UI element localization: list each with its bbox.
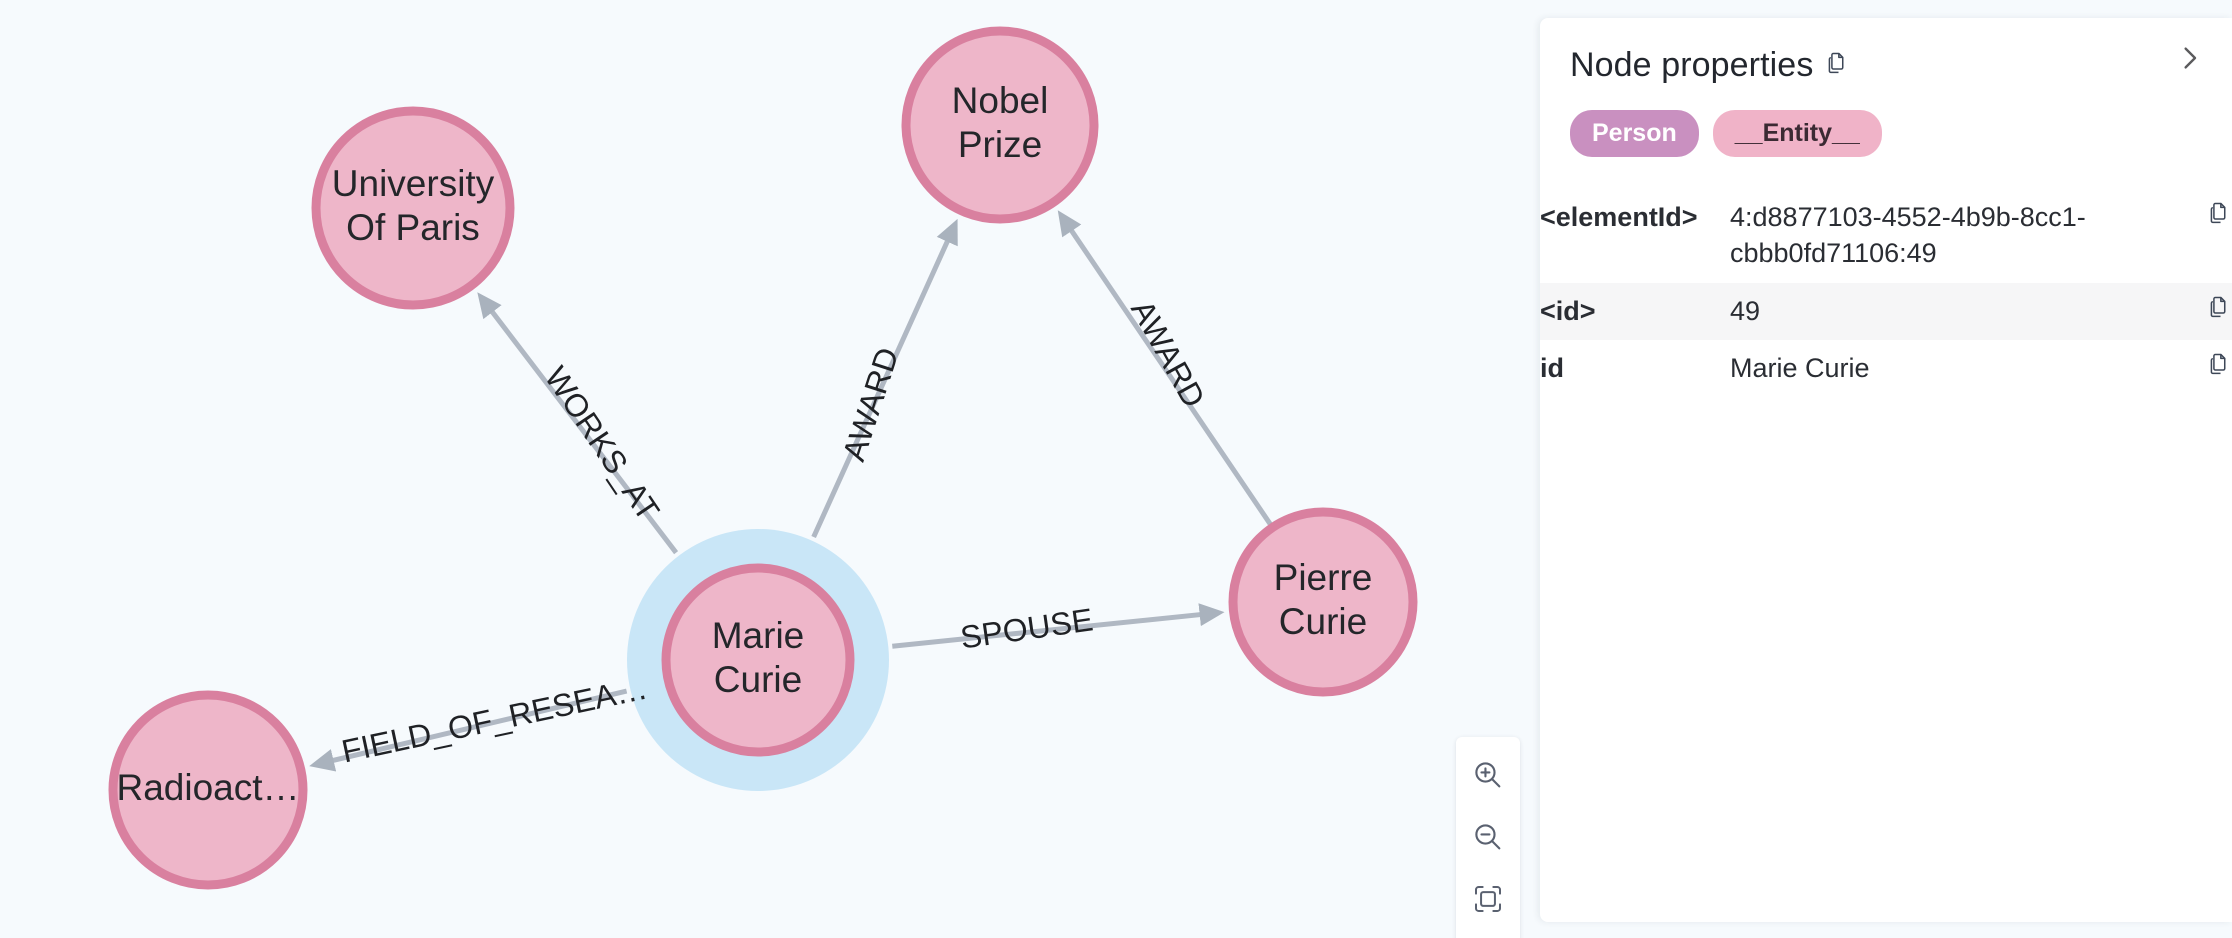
relationship-label-award-pierre: AWARD	[1124, 294, 1212, 414]
graph-node-radioactivity[interactable]: Radioact…	[108, 690, 308, 890]
zoom-controls[interactable]	[1456, 737, 1520, 938]
property-row: <id> 49	[1540, 282, 2232, 341]
node-labels-row: Person __Entity__	[1540, 82, 2232, 158]
node-circle[interactable]	[661, 563, 855, 757]
node-circle[interactable]	[1228, 507, 1418, 697]
zoom-in-button[interactable]	[1466, 753, 1510, 797]
node-properties-table: <elementId> 4:d8877103-4552-4b9b-8cc1-cbb…	[1540, 189, 2232, 398]
node-properties-panel: Node properties Person __Entity__ <elemen…	[1540, 18, 2232, 922]
relationship-label-field-of-research: FIELD_OF_RESEA…	[339, 670, 651, 770]
property-value: 4:d8877103-4552-4b9b-8cc1-cbbb0fd71106:4…	[1730, 202, 2086, 268]
chevron-right-icon	[2175, 43, 2205, 78]
relationship-label-spouse: SPOUSE	[958, 601, 1095, 655]
copy-icon[interactable]	[2206, 351, 2232, 387]
property-value: Marie Curie	[1730, 353, 1870, 384]
panel-header: Node properties	[1540, 18, 2232, 82]
node-circle[interactable]	[901, 26, 1099, 224]
zoom-out-icon	[1471, 820, 1505, 854]
property-key: id	[1540, 353, 1564, 384]
property-row: <elementId> 4:d8877103-4552-4b9b-8cc1-cbb…	[1540, 189, 2232, 282]
relationship-works-at[interactable]	[477, 292, 679, 555]
property-value: 49	[1730, 295, 1761, 326]
copy-icon[interactable]	[1824, 50, 1850, 81]
relationship-award-marie[interactable]	[811, 218, 958, 539]
property-copy-cell	[2162, 283, 2232, 341]
zoom-out-button[interactable]	[1466, 815, 1510, 859]
property-key: <elementId>	[1540, 202, 1698, 233]
relationship-award-pierre[interactable]	[1057, 210, 1273, 526]
zoom-in-icon	[1471, 758, 1505, 792]
copy-icon[interactable]	[2206, 200, 2232, 236]
node-label-chip[interactable]: __Entity__	[1712, 110, 1882, 158]
relationship-label-award-marie: AWARD	[835, 343, 905, 465]
collapse-panel-button[interactable]	[2166, 36, 2214, 84]
property-row: id Marie Curie	[1540, 340, 2232, 398]
page-title: Node properties	[1570, 46, 1814, 84]
relationships-layer	[309, 210, 1273, 772]
relationship-spouse[interactable]	[892, 603, 1225, 649]
node-circle[interactable]	[108, 690, 308, 890]
property-copy-cell	[2162, 340, 2232, 398]
node-circle[interactable]	[311, 106, 515, 310]
node-label-chip[interactable]: Person	[1570, 110, 1699, 158]
fit-to-screen-button[interactable]	[1466, 877, 1510, 921]
property-key: <id>	[1540, 295, 1596, 326]
fit-to-screen-icon	[1472, 883, 1504, 915]
relationship-label-works-at: WORKS_AT	[538, 360, 667, 527]
copy-icon[interactable]	[2206, 294, 2232, 330]
relationship-field-of-research[interactable]	[309, 688, 628, 772]
property-copy-cell	[2162, 189, 2232, 282]
